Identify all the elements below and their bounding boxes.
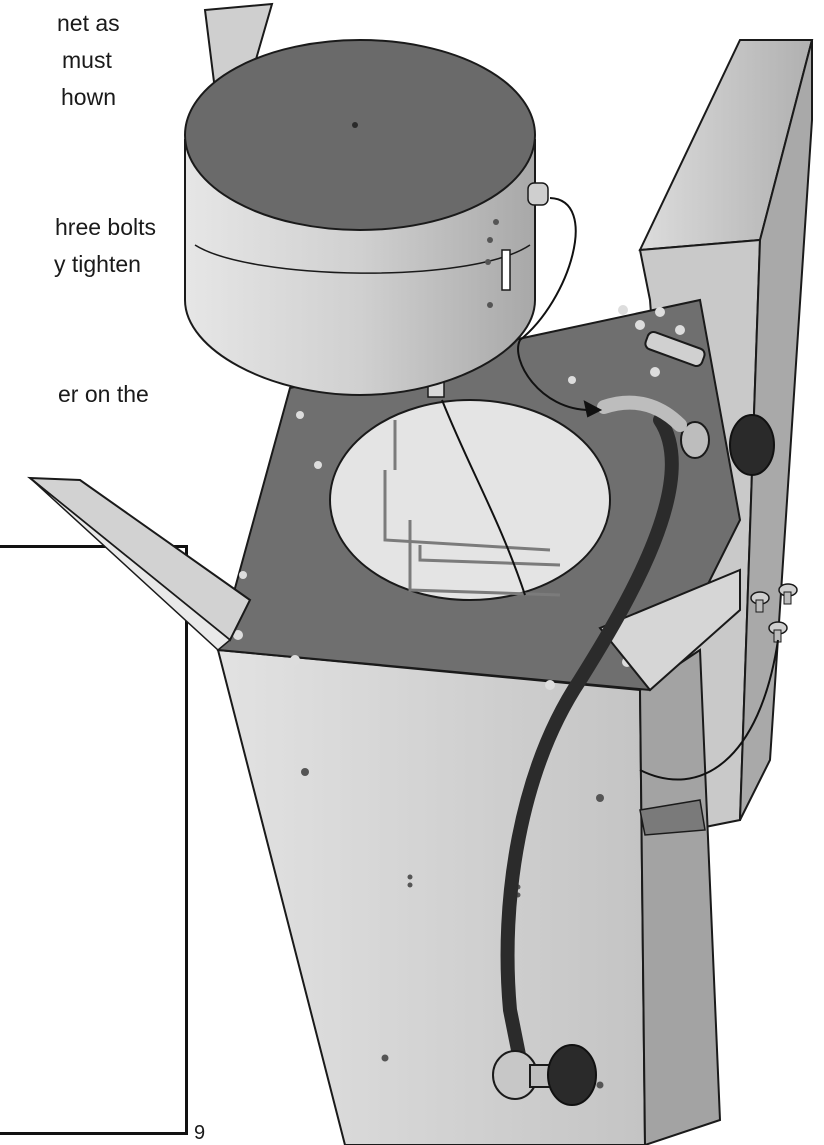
instruction-text-line: hown: [61, 84, 116, 110]
instruction-text-line: must: [62, 47, 112, 73]
regulator-knob: [492, 1044, 597, 1106]
firebox-top-panel: [216, 298, 742, 692]
side-flap-left: [27, 476, 252, 651]
bolt: [750, 591, 770, 613]
side-flap-right: [598, 568, 741, 692]
cabinet-front: [216, 648, 722, 1145]
instruction-text-line: hree bolts: [55, 214, 157, 240]
page-number: 9: [194, 1122, 206, 1144]
control-valve: [644, 330, 775, 476]
bolt: [778, 583, 798, 605]
gas-hose: [500, 395, 687, 1067]
burner-bowl: [184, 39, 549, 397]
instruction-text-line: y tighten: [54, 251, 141, 277]
callout-box: [0, 545, 188, 1135]
instruction-text-line: er on the: [58, 381, 149, 407]
instruction-text-line: net as: [57, 10, 120, 36]
guide-arrows: [441, 197, 779, 781]
